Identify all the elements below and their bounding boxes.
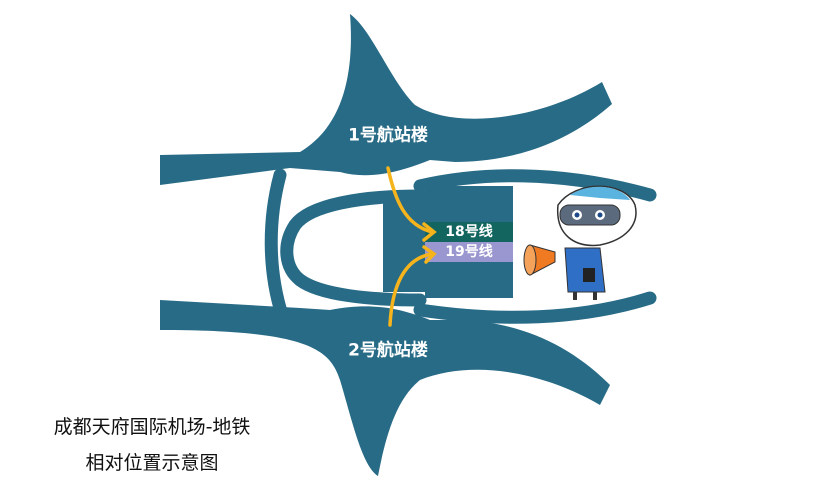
line-18-band — [425, 222, 513, 242]
line-19-band — [425, 242, 513, 262]
terminal-2-label: 2号航站楼 — [348, 340, 428, 361]
road-lower-curve — [413, 291, 657, 324]
arrow-t2-to-line19 — [388, 252, 434, 327]
line-19-label: 19号线 — [445, 244, 493, 260]
robot-mascot-icon — [523, 185, 637, 300]
arrow-t1-to-line18 — [386, 166, 434, 234]
road-upper-curve — [413, 169, 657, 202]
road-left-loop — [280, 189, 427, 307]
line-18-label: 18号线 — [445, 224, 493, 240]
terminal-1-building — [160, 14, 612, 185]
station-upper-block — [425, 186, 513, 224]
caption-line-2: 相对位置示意图 — [85, 452, 219, 474]
arrowhead-1 — [422, 222, 437, 242]
arrowhead-2 — [422, 245, 437, 264]
terminal-1-label: 1号航站楼 — [348, 125, 428, 146]
caption-line-1: 成都天府国际机场-地铁 — [53, 416, 251, 438]
terminal-2-building — [160, 300, 610, 476]
station-lower-block — [425, 262, 513, 298]
road-left-vertical — [264, 168, 289, 322]
